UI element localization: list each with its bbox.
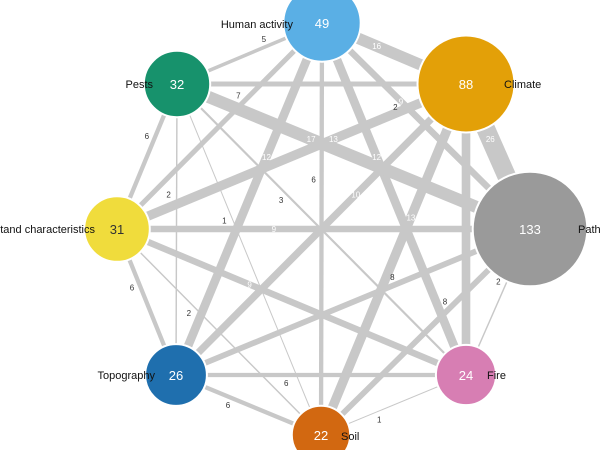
node-label-human: Human activity bbox=[221, 19, 294, 31]
node-value-human: 49 bbox=[315, 16, 329, 31]
edge-label-climate-soil: 13 bbox=[406, 213, 415, 222]
edge-path-topo bbox=[174, 226, 532, 378]
edge-label-pests-fire: 3 bbox=[279, 196, 284, 205]
edge-label-topo-soil: 6 bbox=[226, 401, 231, 410]
node-circle-topo bbox=[144, 343, 208, 407]
node-pests: 32 Pests bbox=[125, 49, 212, 119]
edge-label-pests-stand: 6 bbox=[145, 132, 150, 141]
edge-label-human-fire: 12 bbox=[372, 153, 381, 162]
node-label-climate: Climate bbox=[504, 79, 541, 91]
node-path: 133 Path bbox=[471, 170, 600, 288]
edge-label-human-path: 9 bbox=[399, 97, 404, 106]
edge-label-human-stand: 7 bbox=[236, 92, 241, 101]
edge-label-path-topo: 8 bbox=[390, 273, 395, 282]
node-label-stand: stand characteristics bbox=[0, 224, 95, 236]
node-value-path: 133 bbox=[519, 222, 541, 237]
node-value-climate: 88 bbox=[459, 77, 473, 92]
edge-label-pests-path: 17 bbox=[307, 135, 316, 144]
edge-label-climate-stand: 13 bbox=[329, 135, 338, 144]
edge-label-topo-fire: 6 bbox=[284, 379, 289, 388]
edge-label-human-climate: 16 bbox=[372, 42, 381, 51]
node-climate: 88 Climate bbox=[416, 34, 541, 134]
node-soil: 22 Soil bbox=[290, 404, 359, 450]
edge-label-path-soil: 8 bbox=[443, 298, 448, 307]
edge-label-climate-topo: 10 bbox=[351, 191, 360, 200]
edge-label-stand-fire: 9 bbox=[247, 281, 252, 290]
node-stand: 31 stand characteristics bbox=[0, 195, 151, 263]
edge-label-soil-fire: 1 bbox=[377, 416, 382, 425]
edges-layer bbox=[114, 17, 539, 438]
node-value-soil: 22 bbox=[314, 428, 328, 443]
edge-label-path-fire: 2 bbox=[496, 277, 501, 286]
node-circle-human bbox=[282, 0, 362, 63]
node-topo: 26 Topography bbox=[98, 343, 208, 407]
edge-label-human-soil: 6 bbox=[311, 176, 316, 185]
node-label-path: Path bbox=[578, 224, 600, 236]
node-circle-path bbox=[471, 170, 589, 288]
edge-label-pests-topo: 2 bbox=[166, 191, 171, 200]
node-fire: 24 Fire bbox=[434, 343, 506, 407]
node-value-topo: 26 bbox=[169, 368, 183, 383]
edge-label-human-pests: 5 bbox=[262, 35, 267, 44]
edge-label-stand-path: 9 bbox=[272, 225, 277, 234]
node-human: 49 Human activity bbox=[221, 0, 362, 63]
node-value-pests: 32 bbox=[170, 77, 184, 92]
node-value-stand: 31 bbox=[110, 222, 124, 237]
edge-pests-path bbox=[174, 78, 533, 235]
node-circle-stand bbox=[83, 195, 151, 263]
node-label-topo: Topography bbox=[98, 370, 156, 382]
node-value-fire: 24 bbox=[459, 368, 473, 383]
edge-label-pests-soil: 1 bbox=[222, 216, 227, 225]
node-label-soil: Soil bbox=[341, 431, 359, 443]
edge-label-stand-topo: 6 bbox=[130, 284, 135, 293]
node-label-pests: Pests bbox=[125, 79, 153, 91]
edge-label-climate-path: 26 bbox=[486, 135, 495, 144]
node-label-fire: Fire bbox=[487, 370, 506, 382]
edge-label-human-path: 2 bbox=[393, 103, 398, 112]
node-circle-fire bbox=[434, 343, 498, 407]
edge-label-human-topo: 12 bbox=[262, 153, 271, 162]
node-circle-climate bbox=[416, 34, 516, 134]
node-circle-pests bbox=[142, 49, 212, 119]
node-circle-soil bbox=[290, 404, 352, 450]
edge-label-stand-soil: 2 bbox=[187, 309, 192, 318]
edge-stand-soil bbox=[116, 228, 322, 436]
